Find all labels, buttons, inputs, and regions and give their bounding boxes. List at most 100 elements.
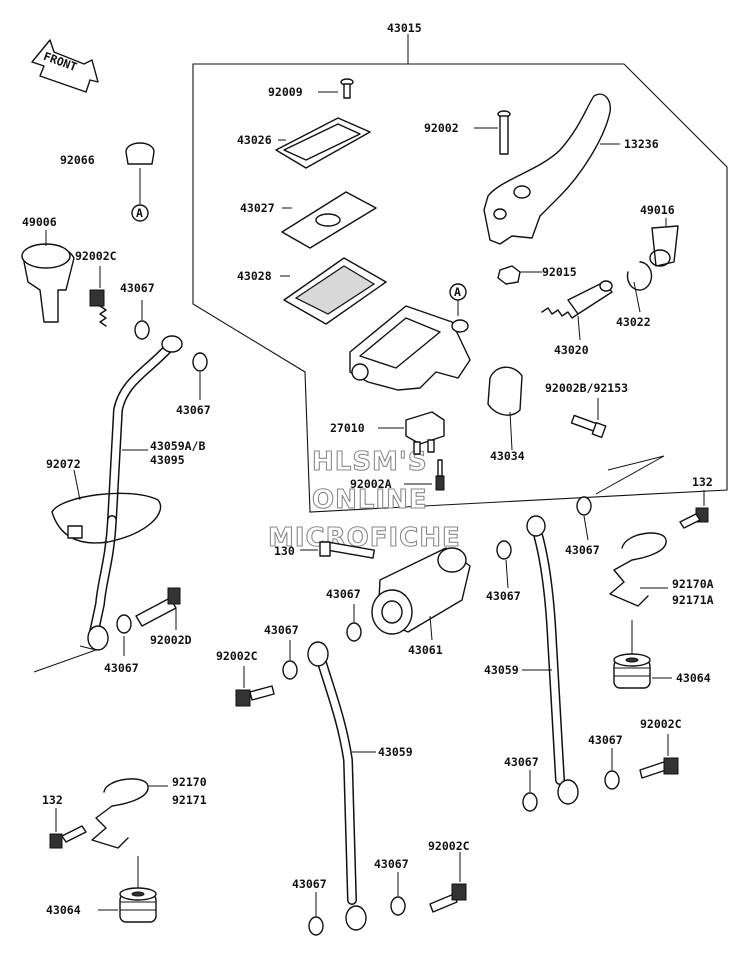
part-label-92009: 92009 (268, 85, 303, 99)
washer-43067-i (522, 792, 538, 812)
nut-92015 (497, 265, 521, 285)
part-label-92002a: 92002A (350, 477, 392, 491)
bolt-130 (319, 541, 376, 559)
part-label-43027: 43027 (240, 201, 275, 215)
dust-boot-49016 (651, 225, 679, 267)
part-label-132-right: 132 (692, 475, 713, 489)
bolt-92002c-right (639, 757, 679, 779)
part-label-43067-c: 43067 (104, 661, 139, 675)
part-label-43067-e: 43067 (486, 589, 521, 603)
part-label-92072: 92072 (46, 457, 81, 471)
part-label-43067-a: 43067 (120, 281, 155, 295)
reservoir-49006 (21, 243, 75, 323)
part-label-43061: 43061 (408, 643, 443, 657)
brake-hose-43059ab (87, 335, 183, 651)
svg-text:A: A (454, 285, 461, 299)
svg-text:A: A (136, 206, 143, 220)
part-label-43059-mid: 43059 (378, 745, 413, 759)
clamp-92170a (609, 532, 667, 607)
washer-43067-g (576, 496, 592, 516)
part-label-49006: 49006 (22, 215, 57, 229)
washer-43067-h (604, 770, 620, 790)
part-label-92002: 92002 (424, 121, 459, 135)
washer-43067-a (134, 320, 150, 340)
bolt-92002 (497, 110, 511, 155)
washer-43067-e (496, 540, 512, 560)
marker-a-upper: A (449, 283, 467, 301)
hose-direction-line-right (595, 455, 665, 495)
part-label-43022: 43022 (616, 315, 651, 329)
watermark: HLSM'S ONLINE MICROFICHE (267, 446, 460, 553)
washer-43067-d (346, 622, 362, 642)
part-label-92066: 92066 (60, 153, 95, 167)
front-arrow-icon: FRONT (31, 39, 99, 93)
bolt-132-right (679, 507, 709, 529)
marker-a-left: A (131, 204, 149, 222)
bolt-92002c-mid (235, 685, 275, 707)
part-label-132-left: 132 (42, 793, 63, 807)
part-label-92171a: 92171A (672, 593, 714, 607)
brake-lever-13236 (483, 93, 611, 245)
svg-text:HLSM'S: HLSM'S (312, 447, 428, 477)
washer-43067-f (282, 660, 298, 680)
washer-43067-b (192, 352, 208, 372)
part-label-92002c-right: 92002C (640, 717, 682, 731)
hose-band-92072 (51, 492, 162, 544)
part-label-13236: 13236 (624, 137, 659, 151)
assembly-frame (192, 63, 728, 513)
washer-43067-k (390, 896, 406, 916)
part-label-43067-k: 43067 (374, 857, 409, 871)
part-label-27010: 27010 (330, 421, 365, 435)
part-label-43064-left: 43064 (46, 903, 81, 917)
bolt-92002c-top (89, 289, 107, 327)
bolt-132-left (49, 825, 87, 849)
part-label-92170: 92170 (172, 775, 207, 789)
piston-kit-43020 (541, 280, 613, 319)
cap-92066 (125, 142, 155, 165)
banjo-block-43061 (371, 547, 471, 635)
part-label-43067-g: 43067 (565, 543, 600, 557)
part-label-43028: 43028 (237, 269, 272, 283)
screw-92009 (340, 78, 354, 99)
clamp-43034 (487, 366, 523, 416)
part-label-130: 130 (274, 544, 295, 558)
diaphragm-plate-43027 (281, 191, 377, 249)
switch-27010 (405, 411, 445, 455)
part-label-43067-f: 43067 (264, 623, 299, 637)
part-label-43015: 43015 (387, 21, 422, 35)
part-label-43026: 43026 (237, 133, 272, 147)
reservoir-cap-43026 (275, 117, 371, 169)
clamp-92170 (91, 778, 149, 849)
master-cylinder-body (349, 305, 471, 391)
part-label-43067-j: 43067 (292, 877, 327, 891)
part-label-92015: 92015 (542, 265, 577, 279)
part-label-43020: 43020 (554, 343, 589, 357)
part-label-92002c-mid: 92002C (216, 649, 258, 663)
washer-43067-c (116, 614, 132, 634)
part-label-43059ab: 43059A/B (150, 439, 205, 453)
part-label-43067-b: 43067 (176, 403, 211, 417)
part-label-49016: 49016 (640, 203, 675, 217)
bolt-92002d (135, 587, 181, 627)
part-label-43034: 43034 (490, 449, 525, 463)
bolt-92002c-bottom (429, 883, 467, 913)
brake-hose-43059-mid (307, 641, 367, 931)
bolt-92002b (570, 414, 607, 439)
circlip-43022 (626, 261, 653, 291)
part-label-43067-h: 43067 (588, 733, 623, 747)
brake-hose-43059-right (526, 515, 579, 805)
washer-43067-j (308, 916, 324, 936)
part-label-92171: 92171 (172, 793, 207, 807)
grommet-43064-right (613, 653, 651, 689)
part-label-43067-d: 43067 (326, 587, 361, 601)
part-label-92002d: 92002D (150, 633, 192, 647)
screw-92002a (435, 459, 445, 491)
part-label-43064-right: 43064 (676, 671, 711, 685)
part-label-43067-i: 43067 (504, 755, 539, 769)
svg-text:ONLINE: ONLINE (312, 485, 428, 515)
part-label-92002c-top: 92002C (75, 249, 117, 263)
grommet-43064-left (119, 887, 157, 923)
part-label-43095: 43095 (150, 453, 185, 467)
